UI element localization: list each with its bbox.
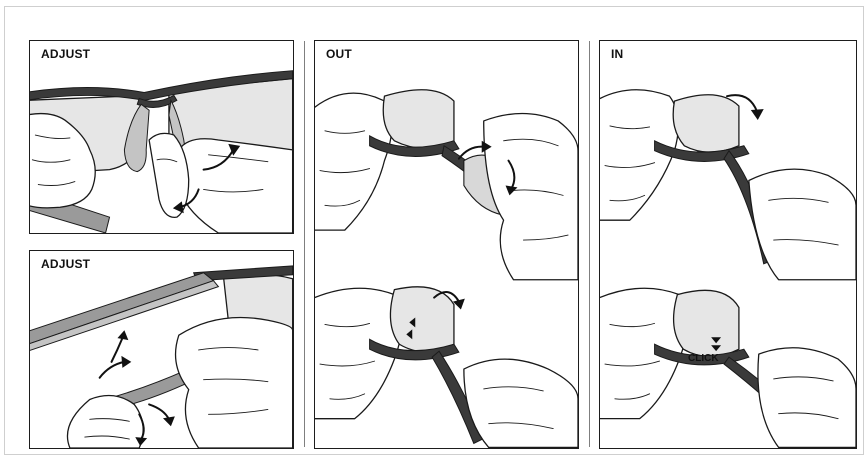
rotate-arrow-icon [163,416,175,426]
panel-label: ADJUST [39,47,92,61]
illustration-adjust-nosepad [30,41,293,233]
panel-out: OUT [314,40,579,449]
hand [315,93,392,230]
panel-adjust-nosepad: ADJUST [29,40,294,234]
hand [176,317,293,448]
lens [383,90,454,148]
lens [673,95,739,152]
hand [758,348,856,448]
column-divider [304,41,305,447]
panel-adjust-temple: ADJUST [29,250,294,449]
rotate-arrow-icon [751,109,764,120]
column-divider [589,41,590,447]
rotate-arrow-icon [149,404,169,419]
hand [67,396,143,448]
illustration-lens-out [315,41,578,448]
illustration-adjust-temple [30,251,293,448]
panel-label: OUT [324,47,354,61]
panel-in: IN CLICK [599,40,857,449]
illustration-lens-in [600,41,856,448]
rotate-arrow-icon [121,356,131,368]
lens [390,287,454,352]
hand [484,113,578,279]
rotate-arrow-icon [100,362,125,378]
hand [464,359,578,447]
rotate-arrow-icon [453,299,465,310]
click-label: CLICK [688,353,719,364]
rotate-arrow-icon [117,330,128,340]
rotate-arrow-icon [112,338,123,362]
lens [674,290,739,356]
panel-label: IN [609,47,625,61]
panel-label: ADJUST [39,257,92,271]
instruction-sheet: ADJUST A [4,6,864,455]
